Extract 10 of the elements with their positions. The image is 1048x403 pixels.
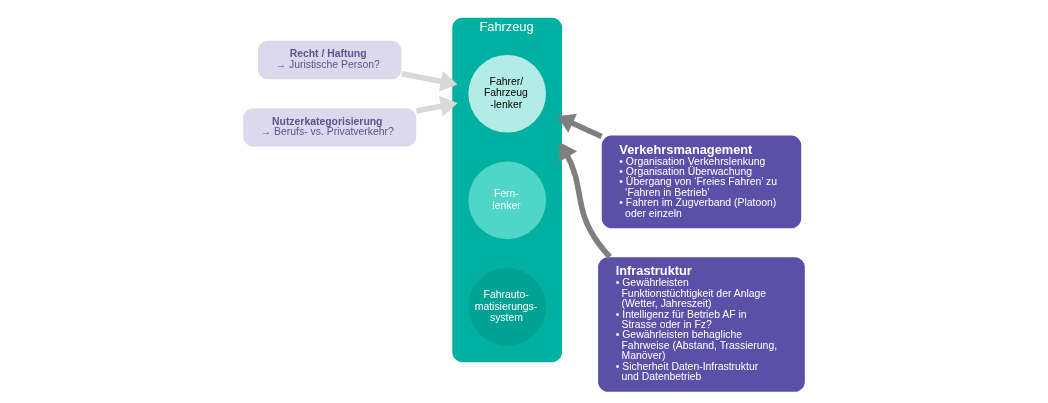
arrow [415,96,458,117]
arrow [401,70,458,92]
arrow [559,142,612,259]
node-box: Verkehrsmanagement • Organisation Verkehrslenkung • Organisation Überwachung • Übergang von ‘Freies Fahren’ zu ‘Fahren in Betrieb’ • Fahren im Zugverband (Platoon) oder einzeln [601,135,802,229]
node-box: Recht / Haftung → Juristische Person? [258,40,402,80]
node-box: Nutzerkategorisierung → Berufs- vs. Privatverkehr? [243,108,417,147]
node-circle: Fahrer/ Fahrzeug -lenker [468,54,547,133]
arrow [557,113,603,140]
node-box: Infrastruktur • Gewährleisten Funktionstüchtigkeit der Anlage (Wetter, Jahreszeit) • Intelligenz für Betrieb AF in Strasse oder in Fz? • Gewährleisten behagliche Fahrweise (Abstand, Trassierung, Manöver) • Sicherheit Daten-Infrastruktur und Datenbetrieb [598,257,805,392]
node-circle: Fern- lenker [468,161,547,240]
